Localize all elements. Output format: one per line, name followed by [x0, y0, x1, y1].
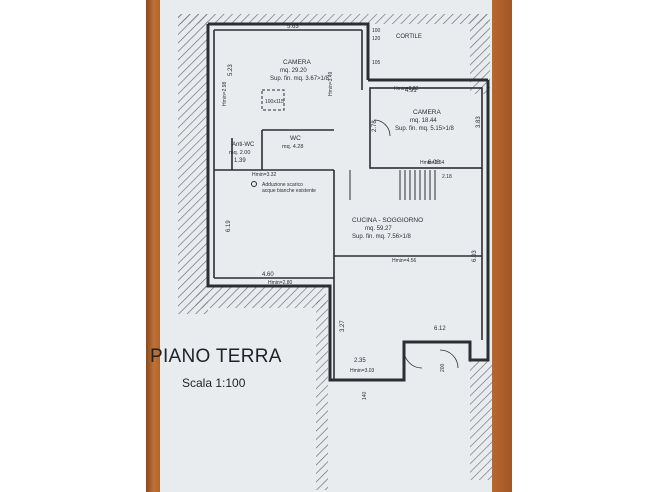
hmin-280: Hmin=2.80	[268, 280, 293, 286]
camera1-area: mq. 29.20	[280, 68, 307, 74]
dim-619: 6.19	[226, 220, 232, 232]
window-box	[261, 89, 285, 111]
dim-140: 140	[362, 391, 368, 400]
wc-area: mq. 4.28	[282, 144, 303, 150]
wood-table-left	[146, 0, 164, 492]
dim-218: 2.18	[442, 174, 452, 180]
cucina-area: mq. 59.27	[365, 226, 392, 232]
cucina-sup: Sup. fin. mq. 7.56>1/8	[352, 234, 412, 240]
dim-120: 120	[372, 36, 381, 42]
camera2-name: CAMERA	[413, 109, 441, 116]
dim-100: 100	[372, 28, 381, 34]
camera1-sup: Sup. fin. mq. 3.67>1/8	[270, 76, 330, 82]
hatched-wall-vertical	[316, 300, 328, 490]
hatched-wall-left	[178, 14, 208, 314]
camera2-sup: Sup. fin. mq. 5.15>1/8	[395, 126, 455, 132]
dim-278: 2.78	[372, 120, 378, 132]
adduzione-note-line1: Adduzione scarico	[262, 182, 303, 188]
antiwc-name: Anti-WC	[232, 142, 255, 148]
camera1-name: CAMERA	[283, 59, 311, 66]
dim-563: 5.63	[287, 24, 299, 30]
hmin-349: Hmin=3.49	[328, 71, 334, 96]
dim-200: 200	[440, 363, 446, 372]
cucina-name: CUCINA - SOGGIORNO	[352, 217, 423, 224]
dim-139: 1.39	[234, 158, 246, 164]
dim-612: 6.12	[434, 326, 446, 332]
dim-523: 5.23	[228, 64, 234, 76]
outer-walls	[206, 22, 490, 382]
drawing-title: PIANO TERRA	[150, 346, 282, 367]
adduzione-note-line2: acque bianche esistente	[262, 188, 316, 194]
dim-383: 3.83	[476, 116, 482, 128]
dim-327: 3.27	[340, 320, 346, 332]
antiwc-area: mq. 2.00	[229, 150, 250, 156]
hmin-283: Hmin=2.83	[394, 86, 419, 92]
hatched-wall-top	[178, 14, 488, 24]
hmin-303: Hmin=3.03	[350, 368, 375, 374]
drawing-scale: Scala 1:100	[182, 376, 246, 390]
dim-460: 4.60	[262, 272, 274, 278]
background-left	[0, 0, 146, 492]
staircase	[349, 170, 436, 200]
window-box-label: 100x115	[265, 99, 284, 105]
hatched-wall-bottom-right	[470, 360, 494, 480]
dim-235: 2.35	[354, 358, 366, 364]
hmin-332: Hmin=3.32	[252, 172, 277, 178]
hmin-254: Hmin=2.54	[420, 160, 445, 166]
dim-105: 105	[372, 60, 381, 66]
hmin-298: Hmin=2.98	[222, 81, 228, 106]
inner-walls	[213, 29, 483, 380]
door-arcs	[373, 119, 459, 369]
drain-symbol	[251, 181, 257, 187]
cortile-name: CORTILE	[396, 34, 422, 40]
wc-name: WC	[290, 135, 301, 142]
camera2-area: mq. 18.44	[410, 118, 437, 124]
background-right	[512, 0, 648, 492]
dim-608: 6.08	[428, 160, 440, 166]
hatched-wall-right-top	[470, 14, 490, 94]
hmin-456: Hmin=4.56	[392, 258, 417, 264]
dim-603: 6.03	[472, 250, 478, 262]
hatched-wall-bottom-left	[196, 286, 326, 308]
wood-table-right	[492, 0, 512, 492]
dim-491: 4.91	[405, 88, 417, 94]
